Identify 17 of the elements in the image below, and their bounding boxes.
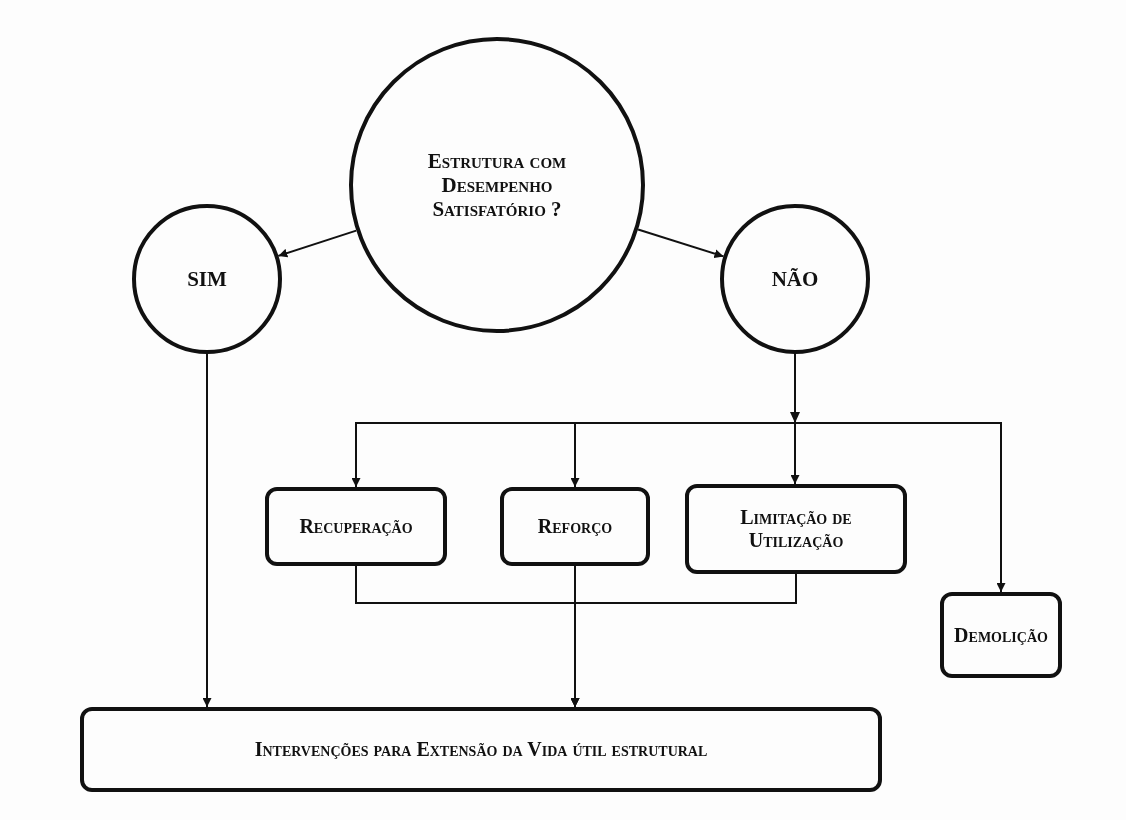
arrow xyxy=(277,229,358,258)
process-box xyxy=(265,487,447,566)
node-label: Intervenções para Extensão da Vida útil estrutural xyxy=(254,738,708,761)
node-label: Demolição xyxy=(954,623,1048,647)
node-label: Limitação de Utilização xyxy=(739,506,853,552)
node-label: NÃO xyxy=(771,266,819,292)
node-label: Recuperação xyxy=(299,515,413,538)
arrow xyxy=(570,573,797,708)
arrow xyxy=(637,228,725,258)
node-label: SIM xyxy=(187,266,227,292)
process-box xyxy=(500,487,650,566)
process-box xyxy=(685,484,907,574)
arrow xyxy=(202,353,212,708)
process-box xyxy=(940,592,1062,678)
node-label: Estrutura com Desempenho Satisfatório ? xyxy=(426,148,568,222)
process-box xyxy=(80,707,882,792)
node-label: Reforço xyxy=(537,515,613,538)
